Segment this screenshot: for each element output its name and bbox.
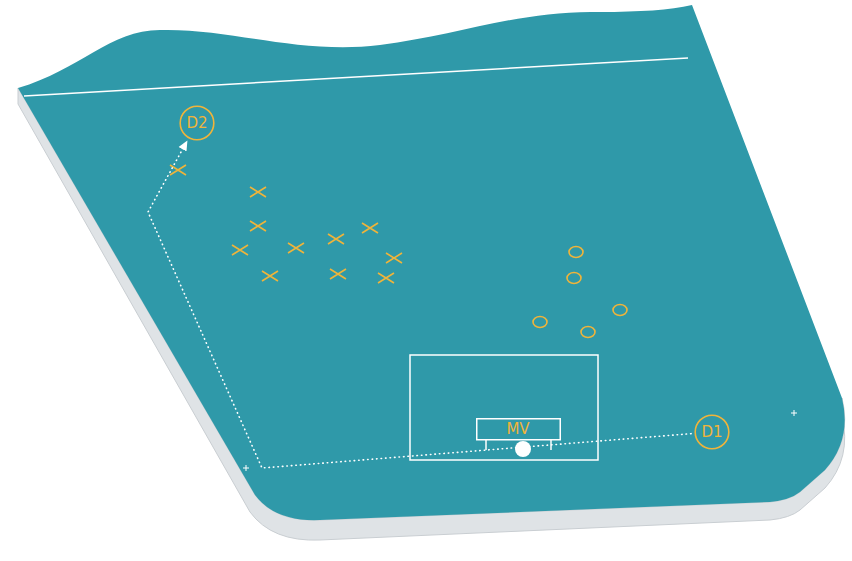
rect-outline <box>476 419 560 440</box>
player-label: D1 <box>701 424 722 441</box>
run-path <box>148 141 691 468</box>
player-circle: D2 <box>179 105 215 141</box>
attacker-mark <box>378 273 394 283</box>
attacker-mark <box>170 165 186 175</box>
attacker-mark <box>262 271 278 281</box>
goal-post <box>485 440 487 450</box>
field-mark <box>243 410 797 471</box>
penalty-area <box>410 355 598 460</box>
defender-mark <box>613 305 627 316</box>
ball <box>515 441 531 457</box>
player-circle: D1 <box>694 414 730 450</box>
defender-mark <box>567 273 581 284</box>
attackers <box>170 165 402 283</box>
attacker-mark <box>250 187 266 197</box>
goal-label: MV <box>506 421 529 438</box>
attacker-mark <box>328 234 344 244</box>
attacker-mark <box>330 269 346 279</box>
defender-mark <box>569 247 583 258</box>
attacker-mark <box>250 221 266 231</box>
attacker-mark <box>386 253 402 263</box>
field-line <box>24 58 688 96</box>
board-surface <box>18 5 845 520</box>
attacker-mark <box>362 223 378 233</box>
attacker-mark <box>232 245 248 255</box>
circle-outline <box>180 106 214 140</box>
attacker-mark <box>288 243 304 253</box>
defenders <box>533 247 627 338</box>
circle-outline <box>695 415 729 449</box>
player-label: D2 <box>186 115 207 132</box>
goal-box: MV <box>476 418 561 441</box>
defender-mark <box>533 317 547 328</box>
defender-mark <box>581 327 595 338</box>
